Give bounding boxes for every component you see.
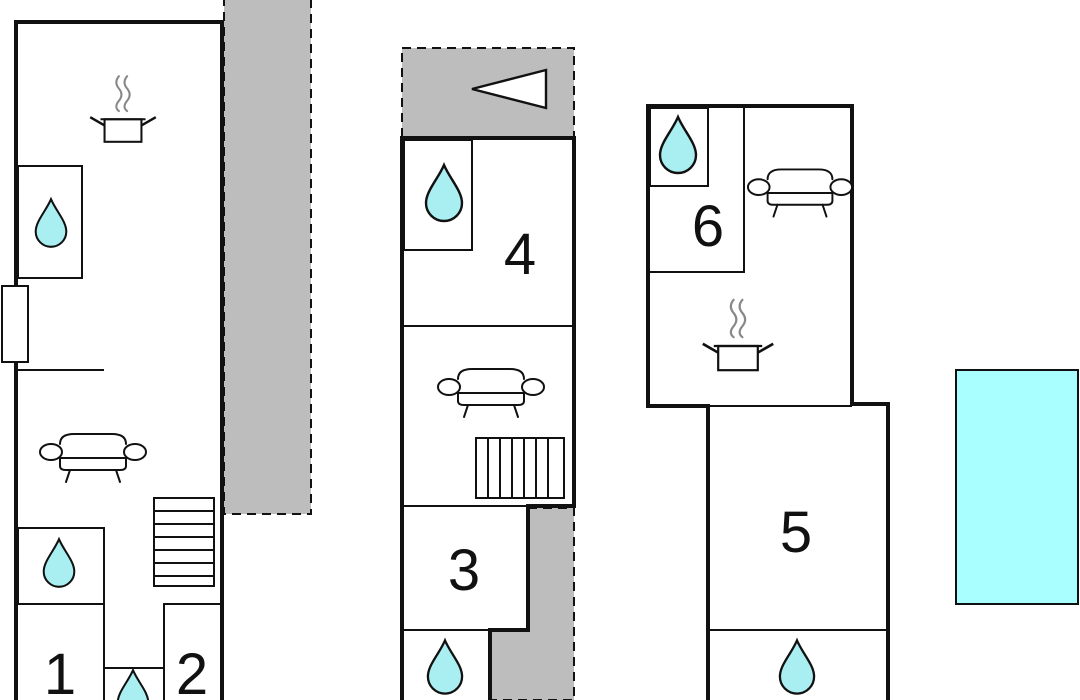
water-drop-icon [34, 197, 68, 249]
entrance-arrow-icon [471, 68, 548, 110]
staircase-icon [153, 497, 215, 587]
water-drop-icon [426, 639, 464, 695]
room-label-1: 1 [44, 642, 76, 700]
terrace-lower [489, 507, 575, 700]
room-label-2: 2 [176, 642, 208, 700]
staircase-icon [475, 437, 565, 499]
room-label-3: 3 [448, 538, 480, 603]
cooking-pot-icon [701, 298, 775, 372]
bath-top-left [17, 165, 83, 279]
cooking-pot-icon [88, 74, 158, 144]
water-drop-icon [424, 163, 464, 223]
sofa-icon [39, 433, 147, 483]
room-6-walls [650, 108, 745, 273]
water-drop-icon [778, 639, 816, 695]
middle-building-outline [400, 136, 576, 700]
bath-room-6 [649, 107, 709, 187]
window-left [1, 285, 29, 363]
room-label-5: 5 [780, 500, 812, 565]
swimming-pool [955, 369, 1079, 605]
room-label-4: 4 [504, 222, 536, 287]
sofa-icon [746, 168, 854, 218]
water-drop-icon [42, 537, 76, 589]
bath-room-4 [403, 139, 473, 251]
water-drop-icon [116, 669, 150, 700]
sofa-icon [436, 367, 546, 419]
room-label-6: 6 [692, 194, 724, 259]
water-drop-icon [658, 115, 698, 175]
right-building-outline [646, 104, 890, 700]
terrace-left [223, 0, 312, 515]
